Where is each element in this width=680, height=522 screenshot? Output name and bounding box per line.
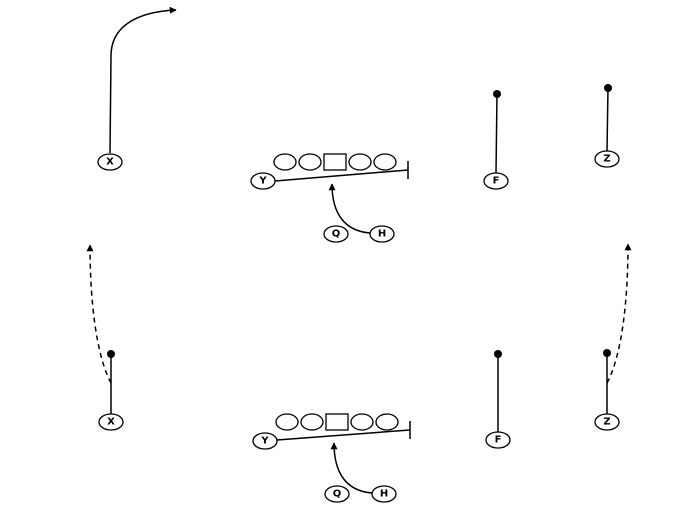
player-h: H xyxy=(371,485,397,503)
right-tackle xyxy=(375,413,399,431)
player-label: X xyxy=(107,417,115,428)
player-h: H xyxy=(369,225,395,243)
right-guard xyxy=(350,413,374,431)
f-route-end-dot xyxy=(493,90,501,98)
x-route xyxy=(109,6,177,154)
f-route-end-dot xyxy=(494,350,502,358)
player-label: H xyxy=(378,229,386,240)
player-label: H xyxy=(380,489,388,500)
offensive-line xyxy=(273,153,397,171)
player-f: F xyxy=(485,431,511,449)
left-guard xyxy=(298,153,322,171)
right-guard xyxy=(348,153,372,171)
right-tackle xyxy=(373,153,397,171)
z-route-end-dot xyxy=(604,84,612,92)
z-route xyxy=(606,87,609,152)
z-option-route xyxy=(606,243,632,384)
left-tackle xyxy=(275,413,299,431)
player-label: F xyxy=(495,435,502,446)
y-block-line xyxy=(274,169,409,182)
player-label: Y xyxy=(258,176,267,187)
player-label: Q xyxy=(333,489,342,500)
player-z: Z xyxy=(594,413,620,431)
h-route xyxy=(330,442,373,494)
player-label: Z xyxy=(603,417,610,428)
player-y: Y xyxy=(252,432,278,450)
player-label: Z xyxy=(603,154,610,165)
center-square xyxy=(325,413,349,431)
left-guard xyxy=(300,413,324,431)
play-top: X Y Q H F Z xyxy=(97,6,620,243)
player-f: F xyxy=(483,172,509,190)
player-label: Q xyxy=(332,229,341,240)
player-x: X xyxy=(97,153,123,171)
player-label: F xyxy=(493,176,500,187)
play-bottom: X Y Q H F Z xyxy=(86,243,632,503)
x-option-route xyxy=(86,244,112,384)
f-route xyxy=(495,93,498,174)
player-z: Z xyxy=(594,150,620,168)
left-tackle xyxy=(273,153,297,171)
offensive-line xyxy=(275,413,399,431)
player-label: Y xyxy=(260,436,269,447)
player-label: X xyxy=(106,157,114,168)
z-route-end-dot xyxy=(603,349,611,357)
player-q: Q xyxy=(324,485,350,503)
player-x: X xyxy=(98,413,124,431)
player-q: Q xyxy=(323,225,349,243)
x-route-end-dot xyxy=(107,350,115,358)
h-route xyxy=(328,183,371,234)
center-square xyxy=(323,153,347,171)
y-block-line xyxy=(276,429,411,441)
player-y: Y xyxy=(250,172,276,190)
